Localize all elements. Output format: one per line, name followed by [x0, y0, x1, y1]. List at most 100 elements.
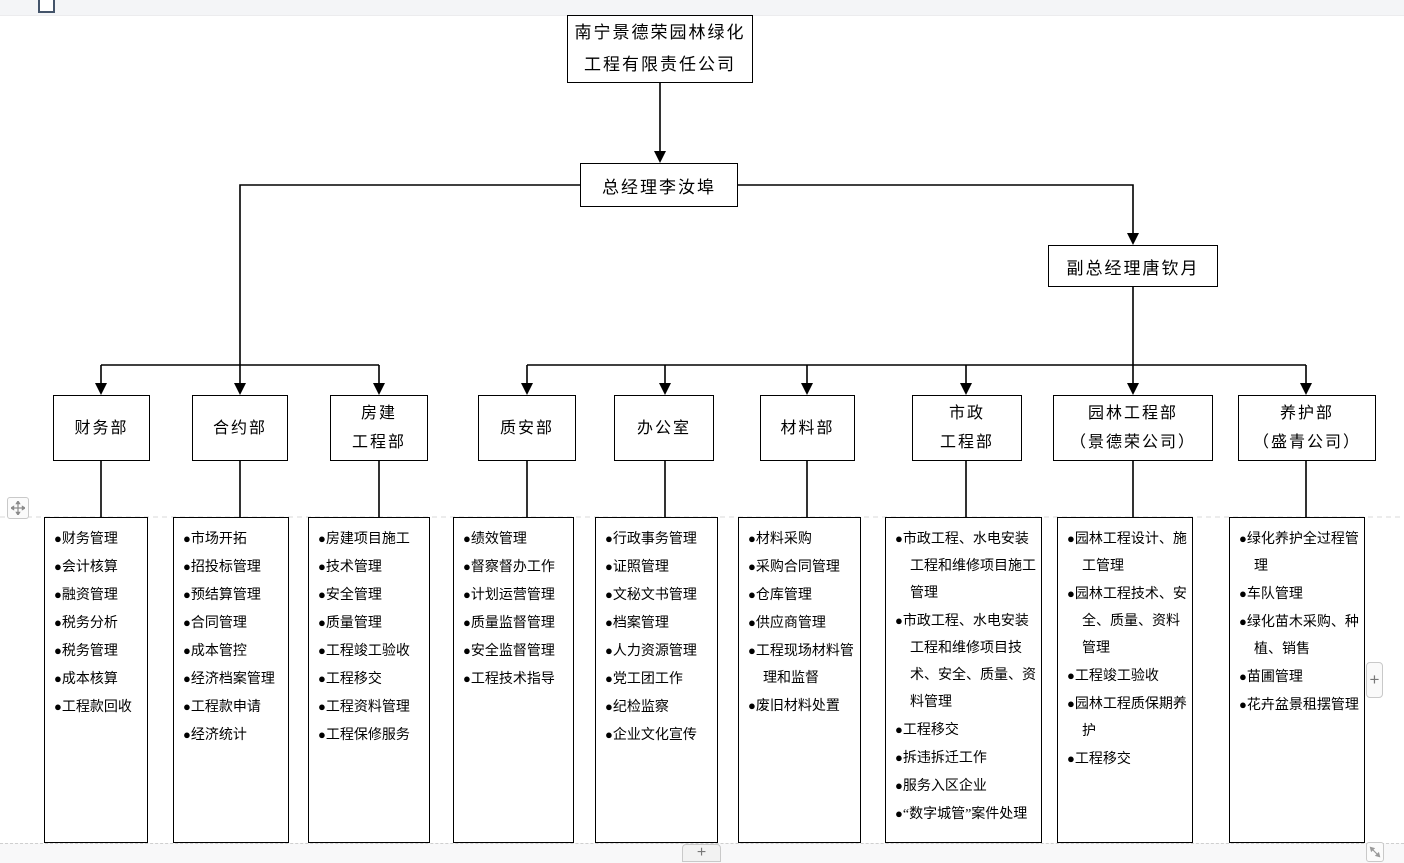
duty-item-label: 质量监督管理	[470, 616, 555, 631]
duty-item-label: 苗圃管理	[1246, 670, 1303, 685]
bullet-icon: ●	[183, 727, 191, 742]
bullet-icon: ●	[605, 587, 613, 602]
deputy-manager-label: 副总经理唐钦月	[1066, 258, 1200, 278]
bullet-icon: ●	[1239, 614, 1247, 629]
bullet-icon: ●	[54, 615, 62, 630]
duty-item: ●融资管理	[54, 581, 142, 609]
dept-name-line: 养护部	[1279, 405, 1334, 422]
arrowhead-icon	[521, 383, 533, 395]
bullet-icon: ●	[183, 559, 191, 574]
duty-item-label: 拆违拆迁工作	[902, 751, 987, 766]
duty-list-quality-safety: ●绩效管理●督察督办工作●计划运营管理●质量监督管理●安全监督管理●工程技术指导	[453, 517, 574, 843]
duty-item: ●行政事务管理	[605, 525, 712, 553]
arrowhead-icon	[801, 383, 813, 395]
duty-item-label: 税务分析	[61, 616, 118, 631]
bullet-icon: ●	[463, 643, 471, 658]
connector-lines	[100, 83, 1307, 517]
arrowhead-icon	[95, 383, 107, 395]
duty-item: ●安全管理	[318, 581, 424, 609]
duty-item-label: 档案管理	[612, 616, 669, 631]
duty-item-label: 技术管理	[325, 560, 382, 575]
org-general-manager-box: 总经理李汝埠	[580, 163, 738, 207]
dept-name-line: 财务部	[74, 419, 129, 437]
duty-list-landscape-engineering: ●园林工程设计、施工管理●园林工程技术、安全、质量、资料管理●工程竣工验收●园林…	[1057, 517, 1193, 843]
dept-name-line: （盛青公司）	[1252, 434, 1361, 451]
org-root-box: 南宁景德荣园林绿化 工程有限责任公司	[567, 15, 753, 83]
duty-item-label: 成本核算	[61, 672, 118, 687]
duty-item: ●仓库管理	[748, 581, 855, 609]
bullet-icon: ●	[54, 671, 62, 686]
duty-item: ●成本管控	[183, 637, 283, 665]
bullet-icon: ●	[463, 671, 471, 686]
dept-box-finance: 财务部	[53, 395, 150, 461]
dept-box-contract: 合约部	[192, 395, 288, 461]
duty-item: ●档案管理	[605, 609, 712, 637]
bullet-icon: ●	[1067, 668, 1075, 683]
duty-item-label: 绿化养护全过程管理	[1246, 532, 1359, 574]
duty-item-label: 文秘文书管理	[612, 588, 697, 603]
duty-item-label: 绿化苗木采购、种植、销售	[1246, 615, 1359, 657]
bullet-icon: ●	[318, 587, 326, 602]
duty-item: ●文秘文书管理	[605, 581, 712, 609]
duty-item-label: 合同管理	[190, 616, 247, 631]
arrowhead-icon	[1127, 383, 1139, 395]
duty-item: ●督察督办工作	[463, 553, 568, 581]
bullet-icon: ●	[463, 531, 471, 546]
bullet-icon: ●	[605, 615, 613, 630]
bullet-icon: ●	[54, 559, 62, 574]
duty-item: ●园林工程设计、施工管理	[1067, 525, 1187, 580]
duty-item-label: 服务入区企业	[902, 779, 987, 794]
bullet-icon: ●	[895, 613, 903, 628]
duty-item: ●工程款申请	[183, 693, 283, 721]
duty-item-label: 市政工程、水电安装工程和维修项目技术、安全、质量、资料管理	[902, 614, 1036, 710]
duty-item-label: 工程移交	[1074, 752, 1131, 767]
duty-item: ●工程款回收	[54, 693, 142, 721]
duty-item: ●工程保修服务	[318, 721, 424, 749]
bullet-icon: ●	[1067, 751, 1075, 766]
duty-item: ●纪检监察	[605, 693, 712, 721]
bullet-icon: ●	[895, 722, 903, 737]
bullet-icon: ●	[895, 750, 903, 765]
side-add-button[interactable]: +	[1366, 662, 1383, 698]
dept-box-municipal-engineering: 市政工程部	[912, 395, 1022, 461]
duty-item-label: 废旧材料处置	[755, 699, 840, 714]
duty-item: ●“数字城管”案件处理	[895, 800, 1036, 828]
bottom-add-button[interactable]: +	[682, 844, 721, 862]
duty-item: ●工程移交	[1067, 745, 1187, 773]
arrowhead-icon	[659, 383, 671, 395]
bullet-icon: ●	[318, 671, 326, 686]
duty-item: ●服务入区企业	[895, 772, 1036, 800]
dept-name-line: （景德荣公司）	[1069, 434, 1196, 451]
arrowhead-icon	[1300, 383, 1312, 395]
bullet-icon: ●	[318, 643, 326, 658]
duty-item: ●绩效管理	[463, 525, 568, 553]
duty-item-label: 安全管理	[325, 588, 382, 603]
duty-item: ●招投标管理	[183, 553, 283, 581]
bullet-icon: ●	[748, 698, 756, 713]
dept-box-office: 办公室	[614, 395, 714, 461]
duty-item: ●成本核算	[54, 665, 142, 693]
bullet-icon: ●	[748, 587, 756, 602]
duty-item-label: 工程竣工验收	[1074, 669, 1159, 684]
duty-item-label: 经济档案管理	[190, 672, 275, 687]
duty-item: ●供应商管理	[748, 609, 855, 637]
dept-name-line: 市政	[948, 405, 985, 422]
duty-item: ●预结算管理	[183, 581, 283, 609]
move-handle-icon[interactable]	[7, 497, 29, 519]
duty-item-label: 计划运营管理	[470, 588, 555, 603]
duty-item: ●苗圃管理	[1239, 663, 1359, 691]
company-name-line: 南宁景德荣园林绿化	[574, 23, 746, 42]
duty-item-label: 绩效管理	[470, 532, 527, 547]
duty-item-label: 党工团工作	[612, 672, 683, 687]
bullet-icon: ●	[895, 806, 903, 821]
duty-item: ●人力资源管理	[605, 637, 712, 665]
bullet-icon: ●	[318, 727, 326, 742]
duty-item-label: 花卉盆景租摆管理	[1246, 698, 1359, 713]
bullet-icon: ●	[1239, 531, 1247, 546]
bullet-icon: ●	[183, 643, 191, 658]
company-name-line: 工程有限责任公司	[584, 55, 736, 74]
resize-button[interactable]	[1366, 842, 1384, 862]
duty-item: ●党工团工作	[605, 665, 712, 693]
duty-item: ●工程现场材料管理和监督	[748, 637, 855, 692]
